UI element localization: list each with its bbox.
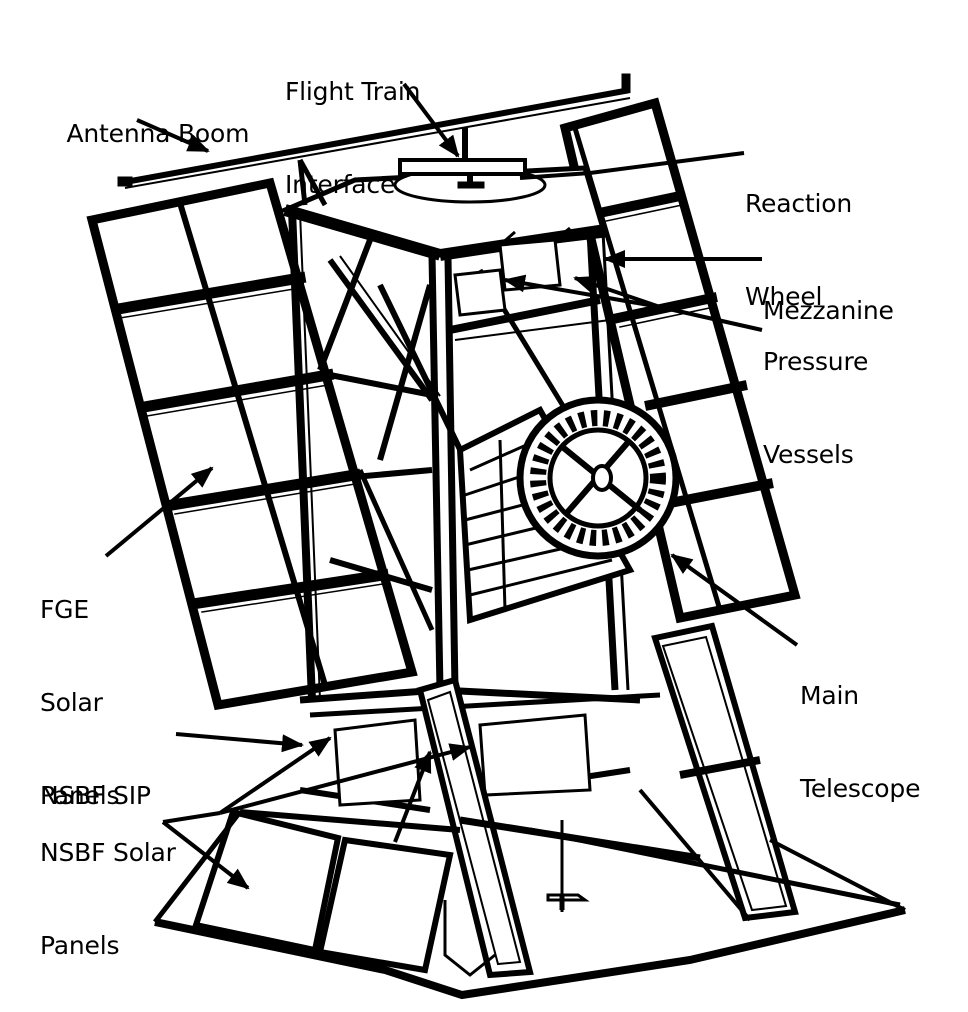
label-line: Main	[800, 681, 859, 710]
nsbf-solar-panels-leader-a	[162, 811, 221, 824]
label-line: NSBF SIP	[40, 781, 151, 810]
pressure-vessels-arrow-1	[503, 274, 661, 309]
label-nsbf-solar-panels: NSBF Solar Panels	[40, 775, 176, 992]
label-line: NSBF Solar	[40, 838, 176, 867]
label-line: Antenna Boom	[66, 119, 250, 148]
fge-solar-panels-arrow	[104, 466, 214, 558]
label-line: Interface	[285, 170, 396, 199]
antenna-boom-part	[117, 73, 631, 189]
nsbf-sip-arrow	[175, 732, 304, 753]
label-line: Flight Train	[285, 77, 421, 106]
callout-leaders	[104, 82, 799, 890]
label-line: Solar	[40, 688, 103, 717]
nsbf-solar-panels-part	[153, 622, 906, 1000]
label-line: Wheel	[745, 282, 823, 311]
label-line: FGE	[40, 595, 89, 624]
label-main-telescope: Main Telescope	[800, 618, 920, 835]
label-reaction-wheel: Reaction Wheel	[745, 126, 852, 343]
label-line: Panels	[40, 931, 120, 960]
pressure-vessels-arrow-2	[573, 275, 661, 309]
main-telescope-arrow	[670, 553, 799, 647]
label-line: Panels	[40, 781, 120, 810]
label-antenna-boom: Antenna Boom	[51, 87, 250, 149]
nsbf-solar-panels-arrow-4	[393, 750, 432, 843]
label-line: Vessels	[763, 440, 854, 469]
label-flight-train-interface: Flight Train Interface	[285, 14, 421, 231]
nsbf-solar-panels-arrow-1	[218, 736, 332, 815]
antenna-boom-arrow	[136, 118, 210, 153]
main-telescope-part	[456, 396, 680, 625]
reaction-wheel-leader	[589, 151, 745, 175]
label-mezzanine: Mezzanine	[763, 233, 894, 357]
nsbf-solar-panels-arrow-3	[161, 820, 250, 890]
label-nsbf-sip: NSBF SIP	[40, 718, 151, 842]
label-fge-solar-panels: FGE Solar Panels	[40, 532, 119, 842]
reaction-wheel-leader-2	[519, 171, 591, 180]
pressure-vessels-leader	[659, 305, 763, 332]
label-line: Pressure	[763, 347, 869, 376]
label-line: Telescope	[800, 774, 921, 803]
label-line: Reaction	[745, 189, 852, 218]
label-pressure-vessels: Pressure Vessels	[763, 284, 868, 501]
flight-train-interface-arrow	[402, 82, 460, 158]
label-line: Mezzanine	[763, 296, 894, 325]
